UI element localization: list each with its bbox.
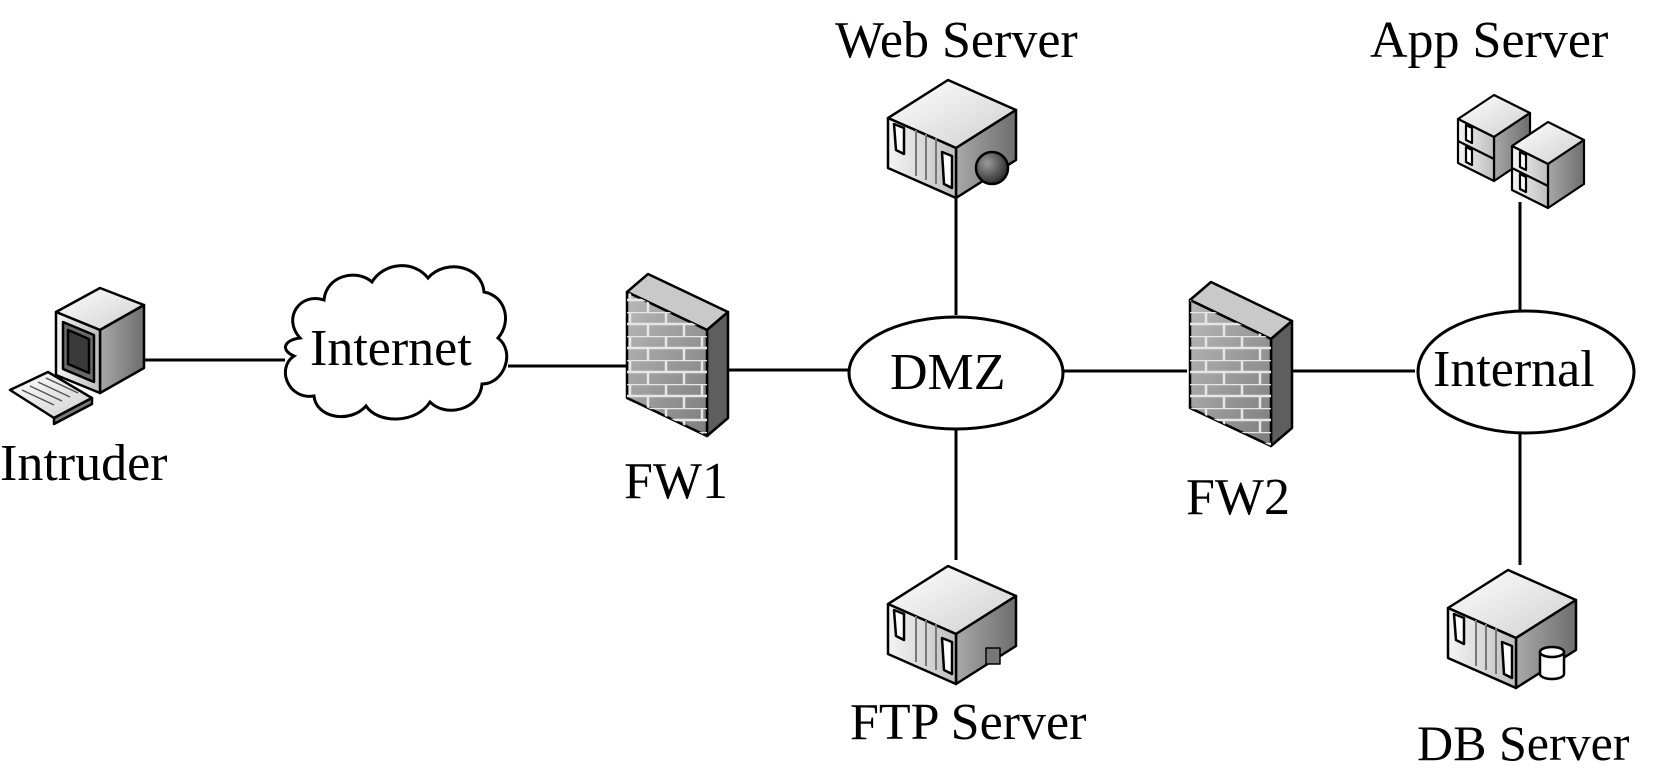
intruder-label: Intruder [0, 435, 168, 492]
fw2-label: FW2 [1186, 469, 1290, 526]
fw1-label: FW1 [624, 453, 728, 510]
dmz-label: DMZ [890, 344, 1006, 401]
internal-label: Internal [1433, 341, 1595, 398]
db-server-label: DB Server [1417, 715, 1630, 771]
ftp-server-label: FTP Server [850, 694, 1087, 751]
cloud-icon [283, 264, 509, 421]
internet-label: Internet [310, 320, 472, 377]
db-server-icon [1446, 568, 1578, 690]
firewall-icon [625, 272, 730, 438]
ftp-server-icon [886, 564, 1018, 686]
dmz-ellipse [847, 315, 1065, 431]
connections [142, 192, 1522, 565]
web-server-icon [886, 78, 1018, 200]
internal-ellipse [1416, 309, 1636, 435]
web-server-label: Web Server [835, 12, 1078, 69]
workstation-icon [8, 286, 146, 426]
app-server-icon [1456, 93, 1586, 210]
app-server-label: App Server [1370, 12, 1609, 69]
firewall-icon [1188, 280, 1294, 448]
